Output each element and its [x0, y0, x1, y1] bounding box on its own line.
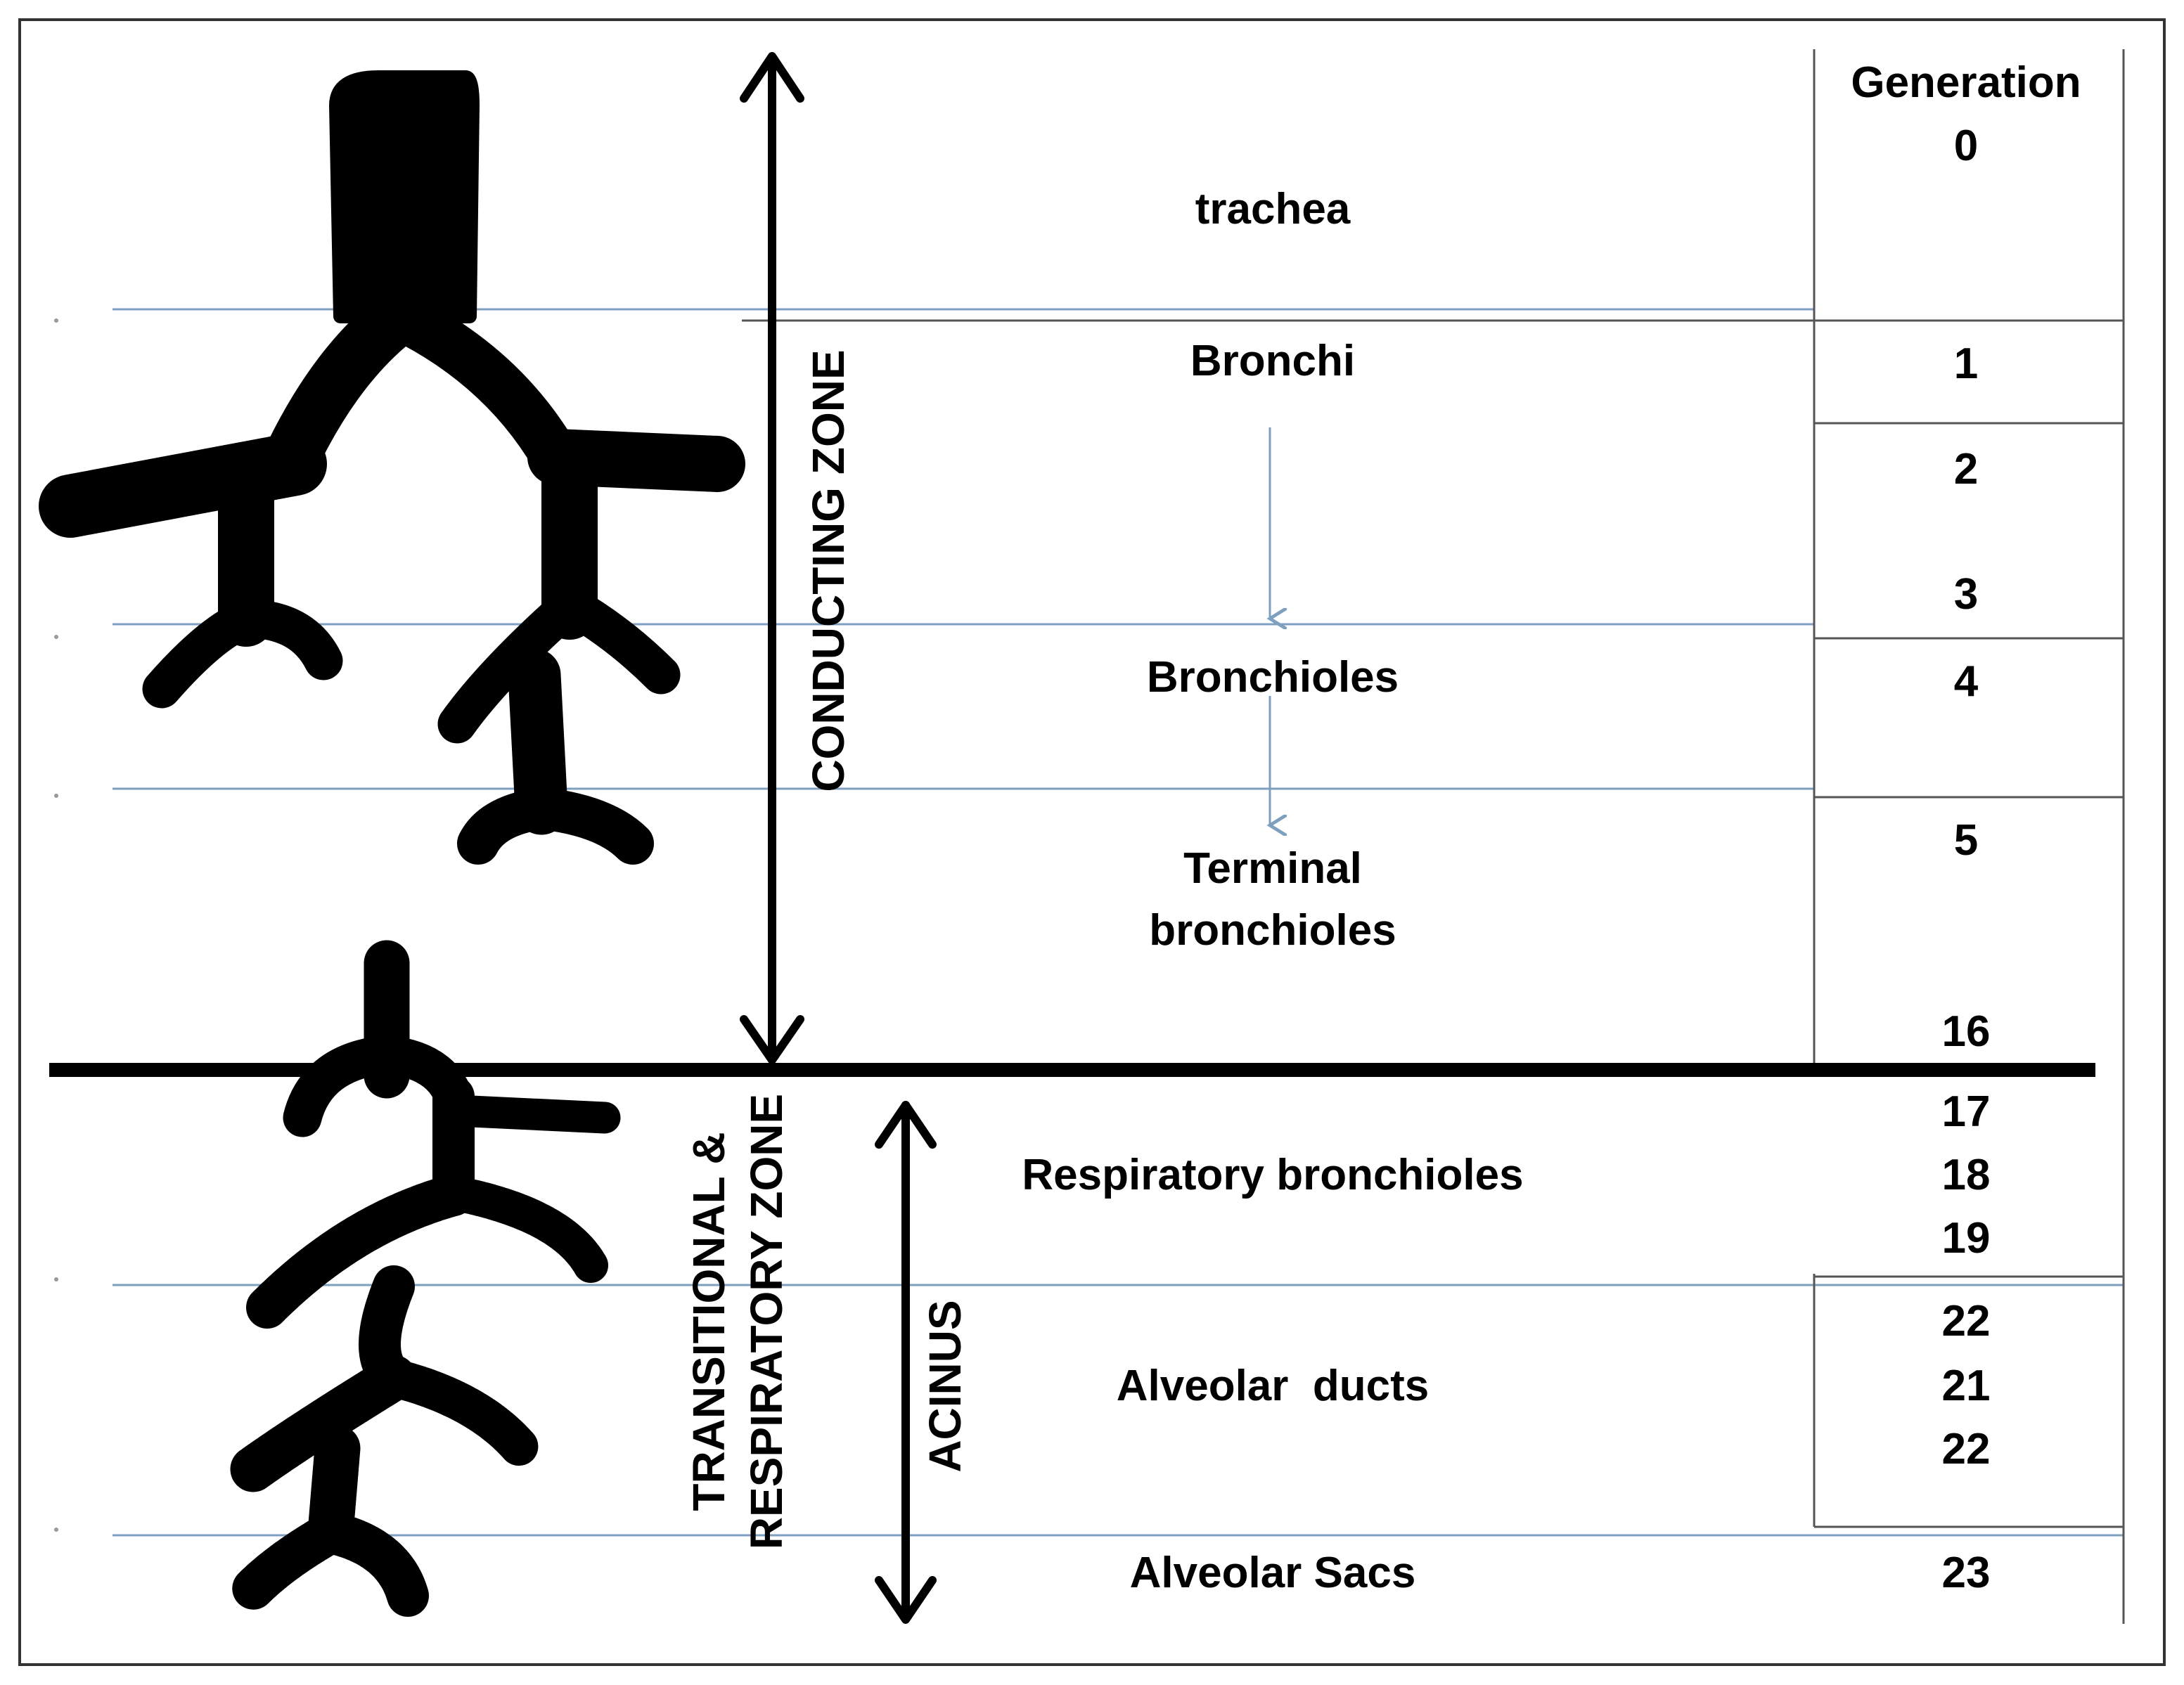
generation-22-second: 22: [1942, 1425, 1991, 1473]
generation-21: 21: [1942, 1362, 1991, 1410]
bronchioles-label: Bronchioles: [1147, 653, 1399, 702]
generation-1: 1: [1954, 340, 1978, 388]
generation-18: 18: [1942, 1151, 1991, 1199]
generation-5: 5: [1954, 816, 1978, 865]
generation-0: 0: [1954, 122, 1978, 170]
bronchi-label: Bronchi: [1190, 337, 1355, 385]
alveolar-sacs-label: Alveolar Sacs: [1130, 1549, 1416, 1597]
generation-23: 23: [1942, 1549, 1991, 1597]
respiratory-bronchioles-label: Respiratory bronchioles: [1022, 1151, 1523, 1199]
terminal-bronchioles-label-line1: Terminal: [1183, 844, 1362, 893]
transitional-zone-label-line1: TRANSITIONAL &: [683, 1132, 734, 1511]
airway-tree-conducting: [39, 70, 745, 865]
generation-17: 17: [1942, 1087, 1991, 1136]
generation-table: [742, 49, 2125, 1624]
airway-tree-respiratory: [230, 940, 621, 1617]
terminal-bronchioles-label-line2: bronchioles: [1149, 906, 1396, 955]
conducting-zone-label: CONDUCTING ZONE: [803, 349, 854, 792]
transitional-zone-label-line2: RESPIRATORY ZONE: [741, 1094, 792, 1549]
trachea-shape: [329, 70, 480, 323]
figure-border: [18, 18, 2166, 1666]
generation-2: 2: [1954, 445, 1978, 493]
trachea-label: trachea: [1195, 185, 1351, 233]
acinus-label: ACINUS: [920, 1300, 970, 1472]
generation-16: 16: [1942, 1007, 1991, 1056]
alveolar-ducts-label: Alveolar ducts: [1117, 1362, 1429, 1410]
generation-3: 3: [1954, 570, 1978, 619]
generation-header: Generation: [1851, 58, 2081, 107]
level-guide-lines: [113, 308, 2124, 1537]
generation-4: 4: [1954, 657, 1979, 706]
generation-22-first: 22: [1942, 1297, 1991, 1345]
generation-19: 19: [1942, 1214, 1991, 1263]
conducting-zone-arrow: [740, 52, 804, 1064]
acinus-arrow: [875, 1101, 937, 1624]
